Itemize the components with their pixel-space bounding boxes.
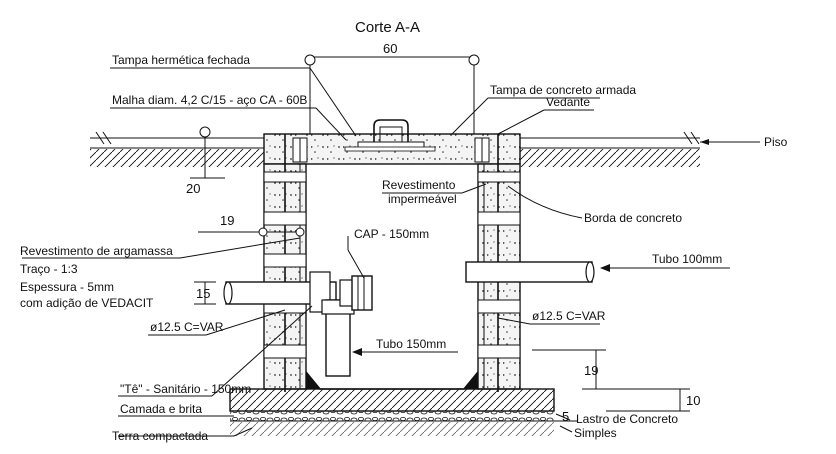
dim-20-value: 20: [186, 181, 200, 196]
dim-10-value: 10: [686, 393, 700, 408]
label-lastro-1: Lastro de Concreto: [576, 412, 678, 426]
label-revestimento-impermeavel-2: impermeável: [388, 192, 457, 206]
label-piso: Piso: [764, 135, 788, 149]
dimension-19-left: 19: [198, 213, 305, 237]
dim-19a-value: 19: [220, 213, 234, 228]
label-borda-concreto: Borda de concreto: [584, 211, 682, 225]
dimension-60: 60: [304, 41, 480, 134]
ground-surface: [90, 131, 700, 167]
dim-15-value: 15: [196, 286, 210, 301]
dim-5-value: 5: [562, 409, 569, 424]
outlet-pipe-150: [223, 271, 373, 377]
dimension-5: 5: [554, 409, 578, 424]
dimension-19-right: 19: [532, 349, 606, 390]
dimension-10: 10: [606, 388, 700, 412]
label-camada-brita: Camada e brita: [120, 402, 202, 416]
label-tampa-hermetica: Tampa hermética fechada: [112, 53, 250, 67]
title: Corte A-A: [355, 19, 420, 36]
label-tubo-100: Tubo 100mm: [652, 252, 722, 266]
label-tampa-concreto: Tampa de concreto armada: [490, 83, 636, 97]
label-ferro-esq: ø12.5 C=VAR: [150, 320, 224, 334]
dim-19b-value: 19: [584, 363, 598, 378]
label-revestimento-argamassa: Revestimento de argamassa: [20, 244, 173, 258]
label-terra: Terra compactada: [112, 429, 208, 443]
leader-lines: [22, 67, 760, 437]
inlet-pipe-100: [465, 261, 595, 283]
label-tubo-150: Tubo 150mm: [376, 337, 446, 351]
label-te-sanitario: "Tê" - Sanitário - 150mm: [120, 382, 251, 396]
label-espessura: Espessura - 5mm: [20, 280, 114, 294]
label-revestimento-impermeavel-1: Revestimento: [382, 178, 456, 192]
label-vedacit: com adição de VEDACIT: [20, 296, 154, 310]
concrete-lid: [263, 119, 521, 165]
label-traco: Traço - 1:3: [20, 262, 78, 276]
label-malha: Malha diam. 4,2 C/15 - aço CA - 60B: [112, 93, 307, 107]
chamber-floor: [229, 371, 555, 436]
label-vedante: Vedante: [546, 95, 590, 109]
label-cap: CAP - 150mm: [354, 227, 429, 241]
dim-60-value: 60: [383, 41, 397, 56]
dimension-15: 15: [194, 281, 216, 305]
label-ferro-dir: ø12.5 C=VAR: [532, 309, 606, 323]
left-wall: [263, 134, 307, 392]
label-lastro-2: Simples: [574, 426, 617, 440]
dimension-20: 20: [186, 126, 225, 196]
